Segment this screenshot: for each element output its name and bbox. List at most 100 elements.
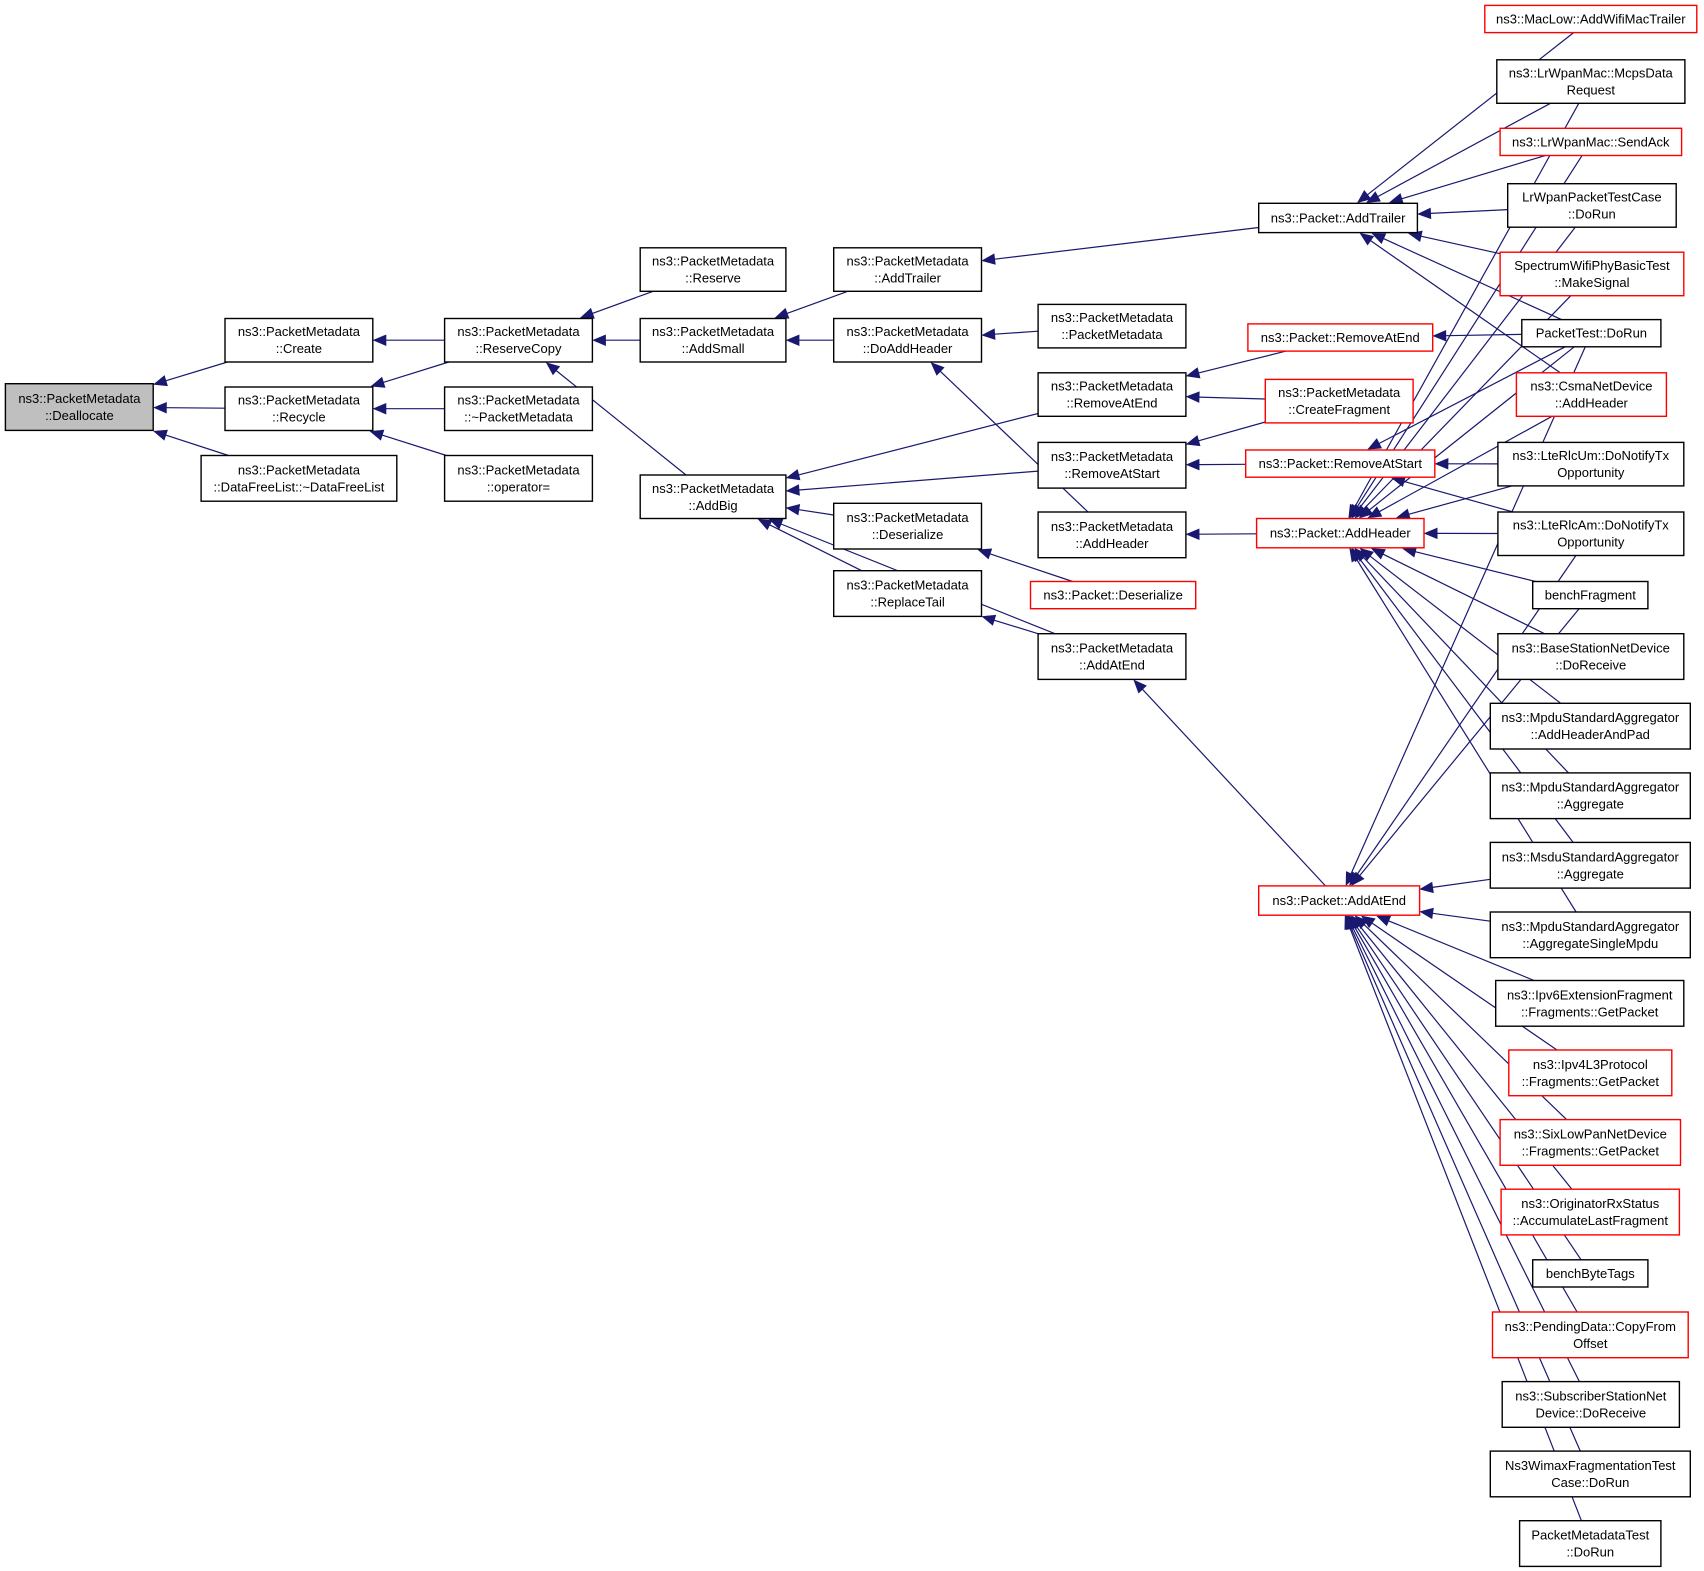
edge-rlcam-to-p_addheader <box>1423 527 1498 540</box>
edge-pending-to-p_addatend <box>1347 915 1578 1313</box>
node-addbig[interactable]: ns3::PacketMetadata::AddBig <box>639 474 787 520</box>
node-maclow[interactable]: ns3::MacLow::AddWifiMacTrailer <box>1484 4 1698 34</box>
edge-rlcum-to-p_addheader <box>1395 485 1513 520</box>
node-sixlowpan[interactable]: ns3::SixLowPanNetDevice::Fragments::GetP… <box>1499 1118 1682 1166</box>
node-label: ::Deserialize <box>872 527 944 542</box>
node-label: ns3::PacketMetadata <box>457 462 580 477</box>
node-p_addtrailer[interactable]: ns3::Packet::AddTrailer <box>1257 202 1419 234</box>
node-box <box>1037 372 1187 417</box>
edge-create-to-dealloc <box>153 361 228 387</box>
node-label: ::AddTrailer <box>874 271 941 286</box>
node-recycle[interactable]: ns3::PacketMetadata::Recycle <box>224 386 374 432</box>
node-create[interactable]: ns3::PacketMetadata::Create <box>224 317 374 363</box>
node-box <box>224 386 374 432</box>
node-mpdusingle[interactable]: ns3::MpduStandardAggregator::AggregateSi… <box>1489 911 1692 959</box>
node-replacetail[interactable]: ns3::PacketMetadata::ReplaceTail <box>833 570 983 618</box>
node-label: ns3::Packet::Deserialize <box>1043 588 1182 603</box>
node-reserve[interactable]: ns3::PacketMetadata::Reserve <box>639 247 787 293</box>
node-spectrum[interactable]: SpectrumWifiPhyBasicTest::MakeSignal <box>1499 251 1685 297</box>
graph-nodes: ns3::PacketMetadata::Deallocatens3::Pack… <box>4 4 1698 1568</box>
node-addtrailer[interactable]: ns3::PacketMetadata::AddTrailer <box>833 247 983 293</box>
node-bsnd[interactable]: ns3::BaseStationNetDevice::DoReceive <box>1497 633 1685 681</box>
node-originator[interactable]: ns3::OriginatorRxStatus::AccumulateLastF… <box>1500 1188 1681 1236</box>
node-doaddheader[interactable]: ns3::PacketMetadata::DoAddHeader <box>833 317 983 363</box>
edge-lrwpantest-to-p_addtrailer <box>1417 207 1508 220</box>
node-box <box>1489 911 1692 959</box>
node-mpduahp[interactable]: ns3::MpduStandardAggregator::AddHeaderAn… <box>1489 702 1692 750</box>
node-ssnd[interactable]: ns3::SubscriberStationNetDevice::DoRecei… <box>1501 1380 1681 1428</box>
node-label: ::AddHeader <box>1076 536 1150 551</box>
node-removeatend[interactable]: ns3::PacketMetadata::RemoveAtEnd <box>1037 372 1187 417</box>
node-box <box>443 317 594 363</box>
node-ipv4frag[interactable]: ns3::Ipv4L3Protocol::Fragments::GetPacke… <box>1508 1049 1673 1097</box>
node-sendack[interactable]: ns3::LrWpanMac::SendAck <box>1499 127 1683 157</box>
node-box <box>443 386 594 432</box>
node-label: Case::DoRun <box>1551 1475 1629 1490</box>
node-label: ::MakeSignal <box>1554 275 1629 290</box>
node-addsmall[interactable]: ns3::PacketMetadata::AddSmall <box>639 317 787 363</box>
node-addatend[interactable]: ns3::PacketMetadata::AddAtEnd <box>1037 633 1187 681</box>
edge-ipv6frag-to-p_addatend <box>1376 915 1535 982</box>
node-p_addheader[interactable]: ns3::Packet::AddHeader <box>1255 517 1425 549</box>
node-ipv6frag[interactable]: ns3::Ipv6ExtensionFragment::Fragments::G… <box>1494 979 1685 1027</box>
node-benchfrag[interactable]: benchFragment <box>1531 580 1649 610</box>
edge-p_addheader-to-addheader <box>1185 528 1257 540</box>
node-box <box>1500 1188 1681 1236</box>
node-box <box>224 317 374 363</box>
node-createfrag[interactable]: ns3::PacketMetadata::CreateFragment <box>1264 378 1414 424</box>
node-opeq[interactable]: ns3::PacketMetadata::operator= <box>443 454 594 502</box>
node-csma[interactable]: ns3::CsmaNetDevice::AddHeader <box>1515 372 1668 417</box>
node-label: ns3::CsmaNetDevice <box>1530 379 1652 394</box>
node-box <box>1257 885 1421 916</box>
node-removeatstart[interactable]: ns3::PacketMetadata::RemoveAtStart <box>1037 441 1187 489</box>
node-label: ns3::MpduStandardAggregator <box>1501 919 1679 934</box>
edge-mpdusingle-to-p_addatend <box>1419 907 1491 922</box>
node-label: ns3::PacketMetadata <box>1051 449 1174 464</box>
node-mpduagg[interactable]: ns3::MpduStandardAggregator::Aggregate <box>1489 772 1692 820</box>
node-dtor[interactable]: ns3::PacketMetadata::~PacketMetadata <box>443 386 594 432</box>
node-box <box>1518 1519 1662 1568</box>
node-addheader[interactable]: ns3::PacketMetadata::AddHeader <box>1037 511 1187 559</box>
node-p_addatend[interactable]: ns3::Packet::AddAtEnd <box>1257 885 1421 916</box>
node-packettest[interactable]: PacketTest::DoRun <box>1521 318 1662 348</box>
node-reservecopy[interactable]: ns3::PacketMetadata::ReserveCopy <box>443 317 594 363</box>
node-dfl[interactable]: ns3::PacketMetadata::DataFreeList::~Data… <box>200 454 398 502</box>
node-lrwpantest[interactable]: LrWpanPacketTestCase::DoRun <box>1506 182 1677 228</box>
node-box <box>1484 4 1698 34</box>
node-box <box>1489 772 1692 820</box>
node-label: Device::DoReceive <box>1536 1405 1647 1420</box>
node-p_removeatstart[interactable]: ns3::Packet::RemoveAtStart <box>1244 449 1436 478</box>
node-pmtest[interactable]: PacketMetadataTest::DoRun <box>1518 1519 1662 1568</box>
node-box <box>1496 59 1686 104</box>
node-label: SpectrumWifiPhyBasicTest <box>1514 258 1670 273</box>
node-label: ns3::PendingData::CopyFrom <box>1505 1319 1676 1334</box>
node-label: ::Recycle <box>272 410 325 425</box>
node-label: ::DataFreeList::~DataFreeList <box>213 479 384 494</box>
node-label: Request <box>1567 83 1616 98</box>
node-box <box>1515 372 1668 417</box>
node-label: Opportunity <box>1557 535 1625 550</box>
node-label: ::AddSmall <box>682 341 745 356</box>
node-p_removeatend[interactable]: ns3::Packet::RemoveAtEnd <box>1247 323 1434 352</box>
node-p_deserialize[interactable]: ns3::Packet::Deserialize <box>1029 580 1197 610</box>
node-label: ns3::Packet::RemoveAtStart <box>1259 456 1423 471</box>
node-deserialize[interactable]: ns3::PacketMetadata::Deserialize <box>833 502 983 550</box>
edge-csma-to-p_addheader <box>1367 415 1553 519</box>
edge-opeq-to-recycle <box>369 429 447 457</box>
edge-spectrum-to-p_addtrailer <box>1407 230 1501 255</box>
edge-p_removeatend-to-removeatend <box>1185 350 1287 379</box>
node-pmctor[interactable]: ns3::PacketMetadata::PacketMetadata <box>1037 303 1187 349</box>
node-label: ns3::PacketMetadata <box>238 324 361 339</box>
node-label: Ns3WimaxFragmentationTest <box>1505 1458 1676 1473</box>
node-label: ::ReplaceTail <box>870 595 945 610</box>
node-msduagg[interactable]: ns3::MsduStandardAggregator::Aggregate <box>1489 841 1692 889</box>
node-benchbyte[interactable]: benchByteTags <box>1531 1259 1649 1288</box>
node-label: ::AddHeaderAndPad <box>1531 727 1650 742</box>
edge-pmctor-to-doaddheader <box>981 328 1039 340</box>
